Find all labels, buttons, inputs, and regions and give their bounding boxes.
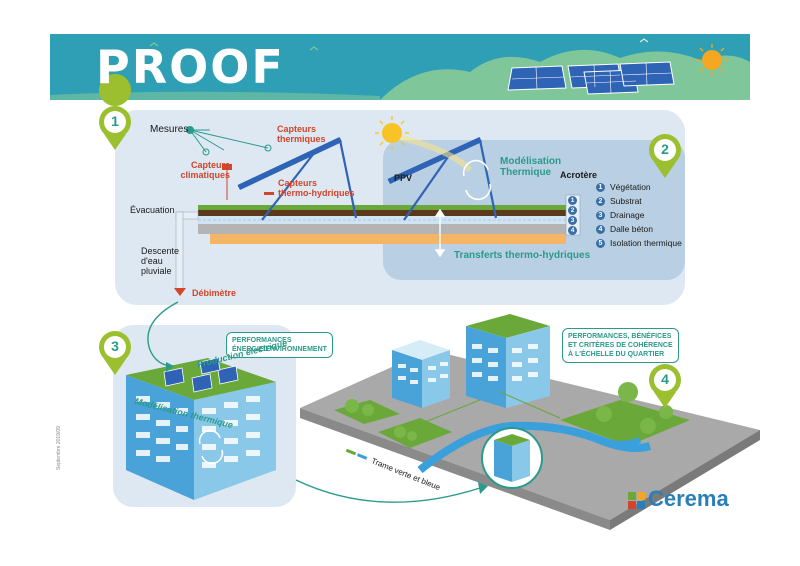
transfers-label: Transferts thermo-hydriques: [454, 250, 591, 261]
roof-layers: [198, 194, 581, 244]
layer-number: 4: [596, 224, 605, 234]
layer-item: 4 Dalle béton: [596, 222, 682, 236]
green-stripe-icon: [345, 449, 357, 456]
layer-number: 2: [596, 196, 605, 206]
banner-sun: [696, 44, 728, 76]
drain-pipe: [174, 211, 199, 296]
layer-label: Substrat: [610, 196, 642, 206]
transfer-arrow: [434, 208, 446, 258]
thermo-hydric-sensors-label: Capteurs thermo-hydriques: [278, 178, 355, 198]
cerema-logo-mark: [628, 492, 645, 509]
evacuation-label: Évacuation: [130, 205, 175, 215]
layer-item: 3 Drainage: [596, 208, 682, 222]
layer-label: Isolation thermique: [610, 238, 682, 248]
marker-2: 2: [661, 141, 669, 157]
acrotere-label: Acrotère: [560, 170, 598, 180]
thermal-cycle-icon: [462, 159, 492, 201]
district-section: [300, 314, 760, 530]
district-performance-box: PERFORMANCES, BÉNÉFICES ET CRITÈRES DE C…: [562, 328, 679, 363]
banner-solar-panels: [507, 61, 675, 95]
marker-3: 3: [111, 338, 119, 354]
thermal-sensors-label: Capteurs thermiques: [277, 124, 326, 144]
layer-label: Végétation: [610, 182, 651, 192]
pv-panel-left: [238, 138, 342, 190]
thermo-hydric-sensor: [264, 192, 274, 195]
sensor-climate-node: [202, 148, 210, 156]
building-section: [113, 325, 296, 507]
mesures-label: Mesures: [150, 124, 189, 135]
layer-number: 1: [596, 182, 605, 192]
climate-sensors-label: Capteurs climatiques: [180, 160, 230, 180]
layer-label: Drainage: [610, 210, 645, 220]
marker-4: 4: [661, 371, 669, 387]
mesures-node: [186, 126, 194, 134]
sensor-thermal-node: [264, 144, 272, 152]
flowmeter-label: Débimètre: [192, 288, 237, 298]
stack-num-3: 3: [568, 216, 577, 225]
ppv-label: PPV: [394, 173, 413, 183]
layer-item: 2 Substrat: [596, 194, 682, 208]
layer-item: 1 Végétation: [596, 180, 682, 194]
flow-arrows: [147, 301, 481, 503]
climate-sensor: [222, 164, 232, 170]
date-label: Septembre 2019/09: [56, 426, 62, 470]
layer-stack-numbers: 1 2 3 4: [568, 196, 577, 235]
layer-legend: 1 Végétation 2 Substrat 3 Drainage 4 Dal…: [596, 180, 682, 250]
cerema-logo-text: Cerema: [648, 486, 729, 511]
page-title: PROOF: [96, 40, 285, 94]
stack-num-4: 4: [568, 226, 577, 235]
building-performance-box: PERFORMANCES ÉNERGIE/ENVIRONNEMENT: [226, 332, 333, 358]
stack-num-1: 1: [568, 196, 577, 205]
pv-panel-right: [388, 138, 482, 184]
blue-stripe-icon: [356, 453, 368, 461]
downpipe-label: Descente d'eau pluviale: [141, 246, 180, 276]
layer-label: Dalle béton: [610, 224, 654, 234]
layer-number: 3: [596, 210, 605, 220]
marker-1: 1: [111, 113, 119, 129]
layer-item: 5 Isolation thermique: [596, 236, 682, 250]
layer-number: 5: [596, 238, 605, 248]
stack-num-2: 2: [568, 206, 577, 215]
marker-shapes: [99, 74, 681, 408]
thermal-model-label: Modélisation Thermique: [500, 156, 562, 178]
measurement-lines: [189, 129, 269, 153]
